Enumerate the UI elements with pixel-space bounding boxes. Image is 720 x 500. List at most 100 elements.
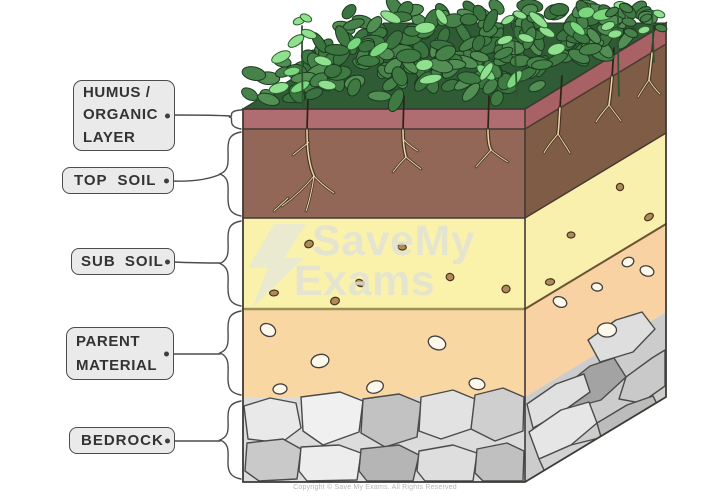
pebble [501,284,511,294]
leaf [490,90,504,107]
leaf [357,40,376,53]
rock [470,387,525,442]
leaf [299,13,313,23]
root-branch-core [292,141,310,156]
root-core [306,129,315,177]
leaf [317,79,337,91]
root-branch-core [595,104,610,123]
boundary-subsoil-parent-side [524,223,667,310]
connector-dot [165,113,170,118]
leaf [600,21,616,31]
label-topsoil-text: TOP SOIL [74,172,157,189]
leaf [283,66,301,77]
leaf [549,2,570,17]
leaf [493,46,514,60]
pebble [355,278,365,288]
rock [244,438,302,482]
connector-topsoil [171,173,222,182]
leaf [324,43,350,56]
leaf [607,29,623,39]
leaf [479,62,494,81]
seedling-stem [617,7,620,97]
label-parent-text: PARENT MATERIAL [76,333,158,374]
rock [243,397,302,444]
root-branch-core [281,175,315,207]
root-core [402,129,407,158]
leaf [531,59,553,71]
layer-subsoil-side [525,133,666,309]
stone [596,322,618,338]
leaf [435,8,448,25]
leaf [547,42,566,56]
leaf [419,73,443,85]
leaf [517,33,535,43]
label-sub-soil: SUB SOIL [71,248,175,275]
rock [416,444,478,482]
rock [358,444,420,482]
connector-humus [171,114,231,117]
boundary-topsoil-subsoil-side [524,132,667,219]
label-top-soil: TOP SOIL [62,167,174,194]
connector-dot [164,351,169,356]
brace-bedrock [218,400,242,480]
leaf [512,10,528,20]
label-parent-material: PARENT MATERIAL [66,327,174,380]
leaf [356,54,380,67]
layer-parent-side [525,224,666,397]
label-bedrock: BEDROCK [69,427,175,454]
rock [526,373,591,429]
rock [360,393,422,448]
plant-stem [402,95,405,131]
leaf [257,92,280,106]
rock [474,442,525,482]
plant-stem [559,75,563,109]
pebble [269,289,279,297]
leaf [654,23,668,33]
leaf [415,58,434,72]
layer-subsoil-front [243,218,525,309]
pebble [544,278,556,286]
boundary-humus-topsoil-side [524,43,667,130]
leaf [482,78,499,95]
stone [639,265,655,277]
leaf [369,41,389,58]
connector-dot [165,438,170,443]
pebble [615,182,625,192]
root-branch-core [637,79,650,98]
leaf [271,50,291,64]
copyright-text: Copyright © Save My Exams. All Rights Re… [293,484,457,491]
leaf [346,37,362,51]
stone [259,322,277,338]
leaf [639,13,653,23]
layer-humus-front [243,109,525,129]
pebble [566,231,576,239]
plant-stem [611,47,615,78]
leaf [577,6,595,19]
root-branch-core [648,79,661,95]
root-branch-core [490,149,509,163]
plant-stem [306,95,309,131]
root-core [648,52,653,81]
leaf [391,66,408,87]
leaf [435,45,457,62]
connector-dot [165,259,170,264]
parent-material-stones [259,256,655,395]
root-core [608,76,613,106]
leaf [506,70,523,89]
leaf [538,26,556,38]
root-core [557,107,561,135]
label-bedrock-text: BEDROCK [81,432,164,449]
stone [310,353,330,369]
rock [300,391,364,446]
root-branch-core [313,175,335,194]
leaf [586,28,602,44]
stone [621,256,635,268]
stone [552,295,568,309]
leaf [341,4,357,20]
layer-topsoil-side [525,43,666,218]
root-branch-core [557,133,571,154]
label-connectors [171,109,242,480]
vegetation-foliage [241,0,668,113]
leaf [618,2,634,14]
